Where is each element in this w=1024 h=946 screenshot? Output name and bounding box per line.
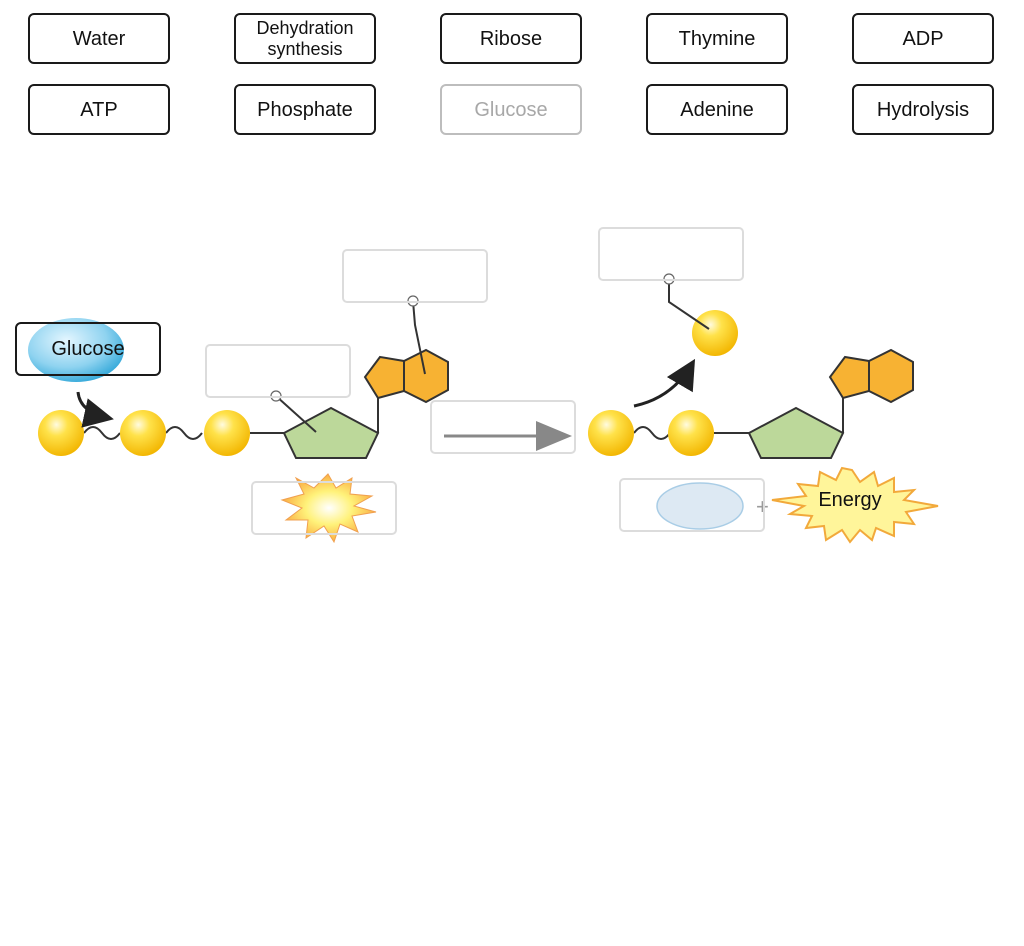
released-phosphate-ball	[692, 310, 738, 356]
phosphate-ball	[120, 410, 166, 456]
glucose-blob-icon	[28, 318, 124, 382]
curved-arrow-icon	[76, 391, 114, 428]
energy-burst-icon	[280, 473, 377, 544]
drop-zone-water[interactable]	[619, 478, 765, 532]
drop-zone-energy-left[interactable]	[251, 481, 397, 535]
ribose-pentagon	[747, 406, 845, 459]
release-arrow-icon	[633, 358, 696, 408]
leader-line-adenine	[412, 300, 426, 375]
tile-hydrolysis[interactable]: Hydrolysis	[852, 84, 994, 135]
adenine-ring-large	[868, 348, 914, 404]
phosphate-ball	[668, 410, 714, 456]
phosphate-ball	[204, 410, 250, 456]
tile-adp[interactable]: ADP	[852, 13, 994, 64]
phosphate-bond	[165, 426, 203, 440]
ribose-pentagon	[282, 406, 380, 459]
placed-tile-glucose[interactable]: Glucose	[15, 322, 161, 376]
drop-zone-adenine[interactable]	[342, 249, 488, 303]
phosphate-ball	[588, 410, 634, 456]
drop-zone-reaction[interactable]	[430, 400, 576, 454]
drop-zone-released-phosphate[interactable]	[598, 227, 744, 281]
phosphate-bond	[83, 426, 121, 440]
tile-water[interactable]: Water	[28, 13, 170, 64]
adp-molecule	[588, 348, 914, 459]
plus-sign: +	[756, 494, 769, 519]
adenine-ring-small	[828, 355, 870, 400]
phosphate-bond	[633, 426, 671, 440]
leader-line-ribose	[275, 395, 317, 433]
phosphate-ball	[38, 410, 84, 456]
adenine-ring-small	[363, 355, 405, 400]
tile-phosphate[interactable]: Phosphate	[234, 84, 376, 135]
adenine-ring-large	[403, 348, 449, 404]
energy-label: Energy	[818, 489, 881, 511]
energy-starburst-icon	[771, 466, 939, 544]
water-droplet-icon	[656, 482, 744, 530]
tile-ribose[interactable]: Ribose	[440, 13, 582, 64]
leader-line-phosphate	[668, 279, 710, 330]
drop-zone-ribose[interactable]	[205, 344, 351, 398]
tile-atp[interactable]: ATP	[28, 84, 170, 135]
tile-thymine[interactable]: Thymine	[646, 13, 788, 64]
tile-adenine[interactable]: Adenine	[646, 84, 788, 135]
atp-molecule	[38, 348, 449, 459]
tile-glucose-used: Glucose	[440, 84, 582, 135]
tile-dehydration-synthesis[interactable]: Dehydration synthesis	[234, 13, 376, 64]
